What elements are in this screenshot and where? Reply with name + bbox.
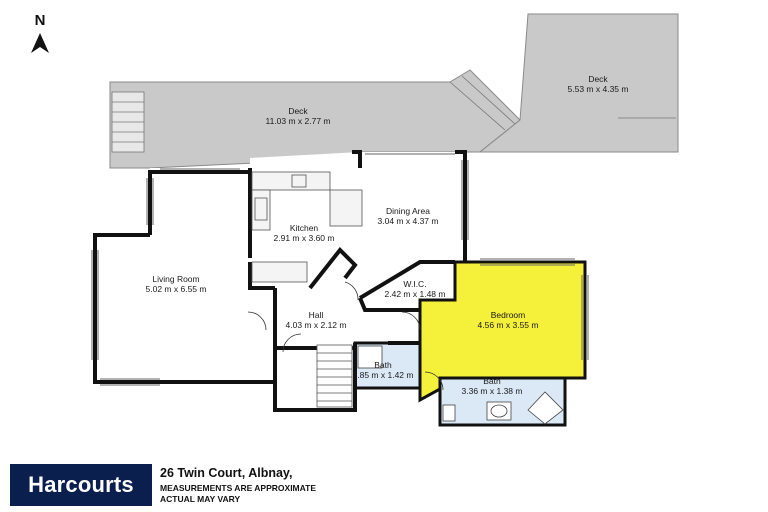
kitchen-dims: 2.91 m x 3.60 m [274,233,335,243]
label-deck-east: Deck 5.53 m x 4.35 m [568,74,629,94]
disclaimer-line-2: ACTUAL MAY VARY [160,494,241,504]
deck-east-name: Deck [588,74,608,84]
bath-left-name: Bath [374,360,392,370]
property-address: 26 Twin Court, Albnay, [160,466,293,480]
floor-plan: N [31,12,679,427]
walls [93,150,467,412]
label-kitchen: Kitchen 2.91 m x 3.60 m [274,223,335,243]
dining-dims: 3.04 m x 4.37 m [378,216,439,226]
label-bedroom: Bedroom 4.56 m x 3.55 m [478,310,539,330]
disclaimer-line-1: MEASUREMENTS ARE APPROXIMATE [160,483,317,493]
bedroom-name: Bedroom [491,310,526,320]
north-arrow-icon: N [31,12,49,53]
kitchen-fixtures [251,171,363,283]
door-swings [247,281,444,391]
north-label: N [35,12,46,29]
bedroom-dims: 4.56 m x 3.55 m [478,320,539,330]
label-deck-main: Deck 11.03 m x 2.77 m [265,106,330,126]
deck-main-dims: 11.03 m x 2.77 m [265,116,330,126]
bath-right-name: Bath [483,376,501,386]
label-wic: W.I.C. 2.42 m x 1.48 m [385,279,446,299]
wic-dims: 2.42 m x 1.48 m [385,289,446,299]
deck-main-name: Deck [288,106,308,116]
living-dims: 5.02 m x 6.55 m [146,284,207,294]
hall-dims: 4.03 m x 2.12 m [286,320,347,330]
bath-fixtures [357,345,564,425]
label-living: Living Room 5.02 m x 6.55 m [146,274,207,294]
deck-east-area [478,13,679,153]
deck-east-dims: 5.53 m x 4.35 m [568,84,629,94]
windows [91,153,589,386]
hall-name: Hall [309,310,324,320]
dining-name: Dining Area [386,206,430,216]
brand-logo: Harcourts [10,464,152,506]
deck-stairs [111,91,145,153]
deck-ramp-lines [449,75,676,131]
label-hall: Hall 4.03 m x 2.12 m [286,310,347,330]
footer: Harcourts 26 Twin Court, Albnay, MEASURE… [0,458,768,512]
bath-left-dims: 2.85 m x 1.42 m [353,370,414,380]
label-dining: Dining Area 3.04 m x 4.37 m [378,206,439,226]
kitchen-name: Kitchen [290,223,319,233]
hall-stairs [316,344,353,408]
bath-right-dims: 3.36 m x 1.38 m [462,386,523,396]
label-bath-left: Bath 2.85 m x 1.42 m [353,360,414,380]
label-bath-right: Bath 3.36 m x 1.38 m [462,376,523,396]
living-name: Living Room [152,274,199,284]
wic-name: W.I.C. [403,279,426,289]
